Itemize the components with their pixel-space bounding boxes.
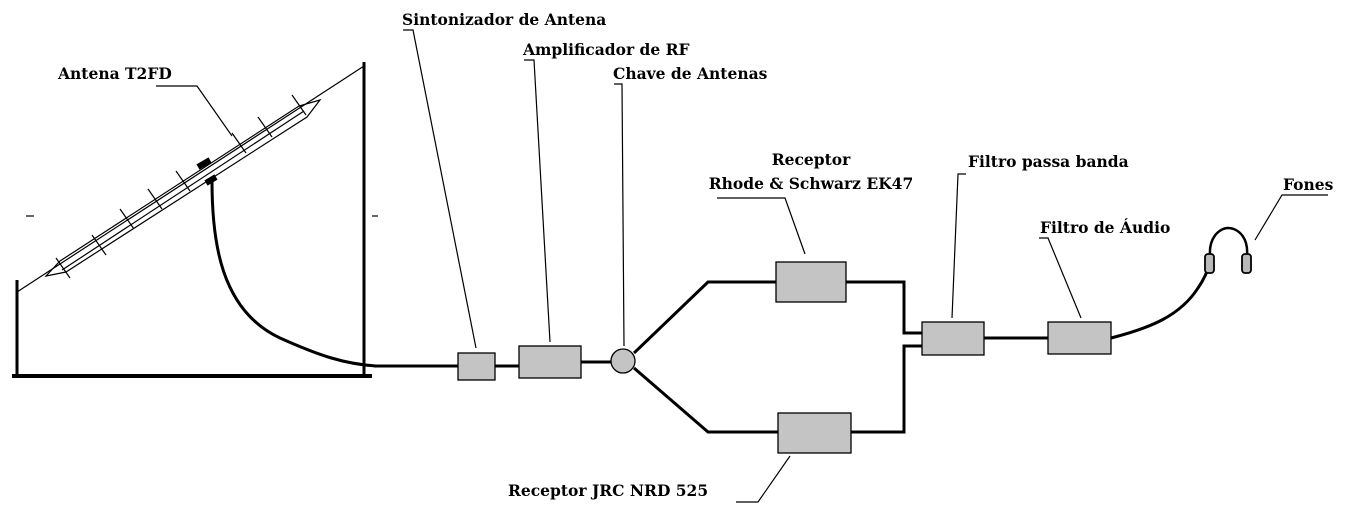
wire-switch-to-rx2 bbox=[633, 366, 778, 434]
wire-switch-to-rx1 bbox=[632, 280, 776, 355]
spreader bbox=[175, 170, 191, 192]
antenna-centerline bbox=[61, 110, 305, 271]
leader-antenna bbox=[156, 85, 233, 137]
label-antenna: Antena T2FD bbox=[57, 64, 172, 83]
rf-amplifier-box bbox=[518, 345, 582, 379]
leader-audio-filter bbox=[1039, 237, 1082, 319]
feed-point bbox=[196, 157, 212, 170]
label-headphones: Fones bbox=[1283, 175, 1334, 194]
spreader bbox=[55, 257, 71, 279]
t2fd-antenna-element bbox=[44, 94, 322, 279]
leader-headphones bbox=[1254, 194, 1328, 241]
wire-rx2-to-filter bbox=[851, 344, 922, 434]
label-rf-amp: Amplificador de RF bbox=[522, 40, 690, 59]
antenna-tuner-box bbox=[457, 352, 496, 381]
label-tuner: Sintonizador de Antena bbox=[402, 10, 606, 29]
label-rx2: Receptor JRC NRD 525 bbox=[508, 481, 708, 500]
spreader bbox=[147, 188, 163, 210]
spreader bbox=[291, 94, 307, 116]
bandpass-filter-box bbox=[921, 321, 985, 356]
audio-filter-box bbox=[1047, 321, 1112, 355]
leader-bandpass bbox=[951, 173, 966, 319]
label-rx1-line1: Receptor bbox=[772, 150, 851, 169]
spreader bbox=[119, 208, 135, 230]
antenna-structure bbox=[12, 62, 378, 378]
label-bandpass: Filtro passa banda bbox=[968, 152, 1129, 171]
spreader bbox=[257, 116, 273, 138]
leader-rx2 bbox=[736, 455, 791, 503]
leader-rf-amp bbox=[524, 59, 551, 343]
receptor-nrd525-box bbox=[777, 412, 852, 454]
leader-switch bbox=[614, 83, 625, 347]
headphones-icon bbox=[1204, 226, 1252, 274]
receptor-ek47-box bbox=[775, 261, 847, 303]
feedline bbox=[210, 180, 377, 368]
spreader bbox=[91, 234, 107, 256]
feed-point bbox=[204, 174, 218, 186]
label-rx1-line2: Rhode & Schwarz EK47 bbox=[709, 174, 913, 193]
wiring bbox=[374, 261, 1212, 434]
antenna-body bbox=[44, 98, 322, 277]
label-switch: Chave de Antenas bbox=[613, 64, 768, 83]
spreader bbox=[231, 132, 247, 154]
leader-lines bbox=[156, 29, 1328, 503]
wire-to-headphones bbox=[1110, 261, 1212, 340]
label-audio-filter: Filtro de Áudio bbox=[1040, 218, 1170, 237]
leader-rx1 bbox=[717, 197, 806, 255]
antenna-switch-circle bbox=[610, 348, 636, 374]
wire-rx1-to-filter bbox=[846, 280, 922, 335]
guy-wire bbox=[16, 65, 365, 293]
leader-tuner bbox=[403, 29, 477, 349]
